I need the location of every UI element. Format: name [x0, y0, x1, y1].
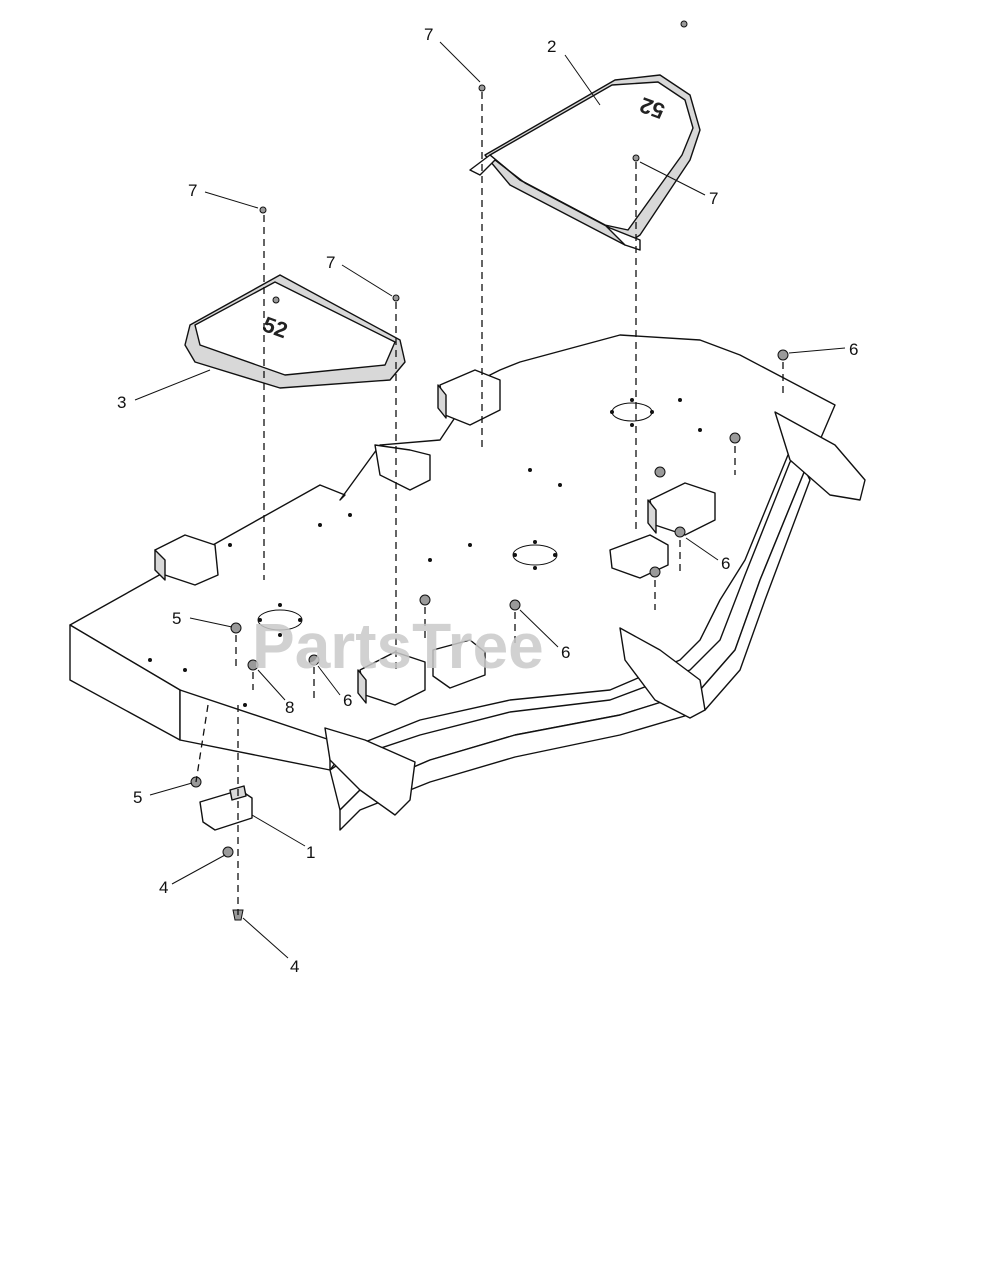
leader-lines — [134, 41, 846, 959]
nut-icon — [729, 432, 741, 444]
nut-icon — [419, 594, 431, 606]
callout-2: 2 — [547, 37, 556, 56]
callout-5: 5 — [172, 609, 181, 628]
belt-cover-left: 52 — [184, 274, 406, 389]
bracket-item-1 — [199, 785, 253, 831]
callout-1: 1 — [306, 843, 315, 862]
nut-icon — [230, 622, 242, 634]
nut-icon — [247, 659, 259, 671]
callout-3: 3 — [117, 393, 126, 412]
nut-icon — [654, 466, 666, 478]
callout-6: 6 — [343, 691, 352, 710]
bolt-icon — [478, 84, 486, 92]
assembly-lines — [195, 92, 784, 915]
mower-deck — [69, 334, 866, 831]
belt-cover-right: 52 — [469, 74, 701, 251]
callout-4: 4 — [159, 878, 168, 897]
callout-6: 6 — [561, 643, 570, 662]
callout-6: 6 — [849, 340, 858, 359]
nut-icon — [509, 599, 521, 611]
callout-6: 6 — [721, 554, 730, 573]
bolt-icon — [392, 294, 400, 302]
bolt-icon — [680, 20, 688, 28]
callout-7: 7 — [326, 253, 335, 272]
callout-5: 5 — [133, 788, 142, 807]
callout-7: 7 — [424, 25, 433, 44]
bushing-icon — [222, 846, 234, 858]
watermark: PartsTree — [252, 610, 544, 682]
nut-icon — [674, 526, 686, 538]
callout-labels: 7 2 7 7 7 3 6 6 6 6 5 8 5 1 4 4 — [117, 25, 858, 976]
nut-icon — [777, 349, 789, 361]
nut-icon — [308, 654, 320, 666]
bolt-icon — [632, 154, 640, 162]
deck-holes — [148, 398, 702, 707]
bolt-icon — [259, 206, 267, 214]
callout-4: 4 — [290, 957, 299, 976]
bolt-icon — [272, 296, 280, 304]
deck-brackets — [154, 369, 716, 706]
callout-8: 8 — [285, 698, 294, 717]
callout-7: 7 — [188, 181, 197, 200]
callout-7: 7 — [709, 189, 718, 208]
nut-icon — [649, 566, 661, 578]
